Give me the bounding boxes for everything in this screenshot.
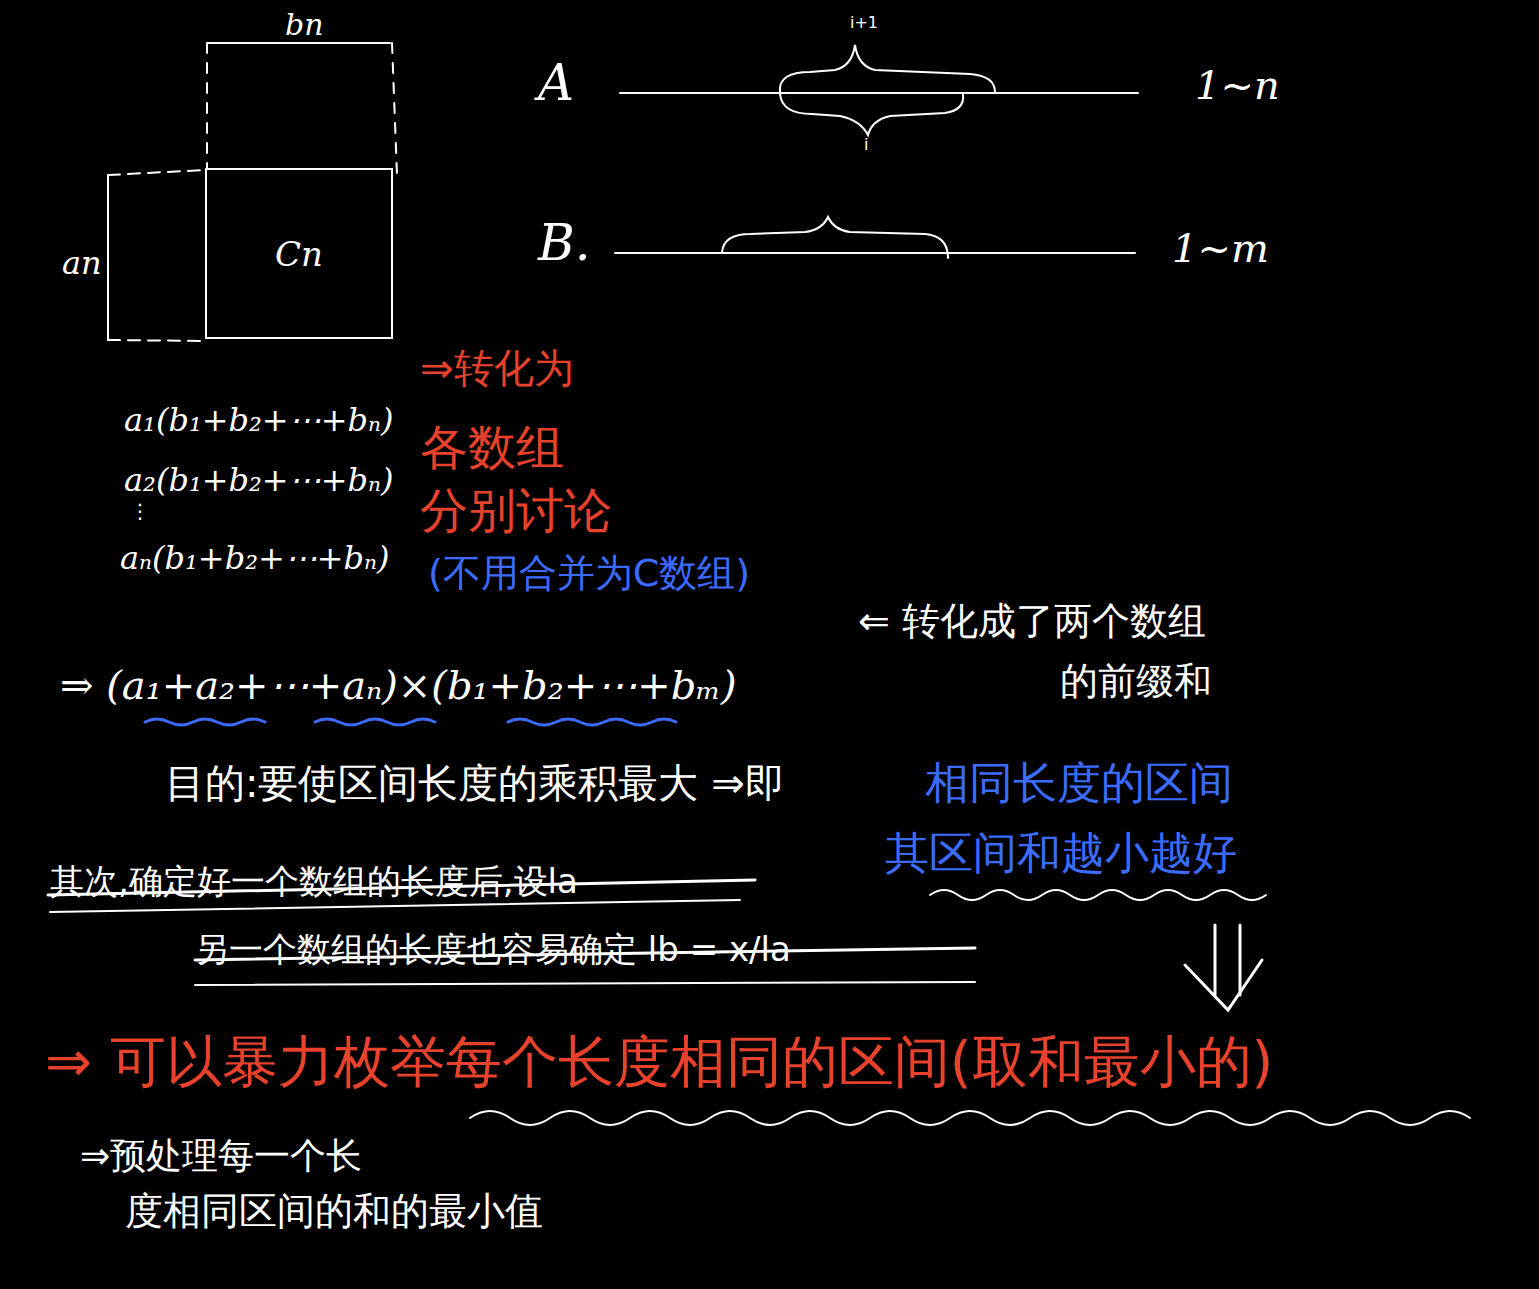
strike-line [195,982,975,985]
dashed-edge [108,340,205,341]
underline [145,719,265,725]
note-text: aₙ(b₁+b₂+⋯+bₙ) [120,540,390,577]
underline [930,890,1266,900]
note-text: 相同长度的区间 [925,758,1233,809]
note-text: ⋮ [130,500,150,523]
note-text: i [864,136,868,154]
down-arrow [1239,925,1242,995]
note-text: ⇒转化为 [420,345,574,391]
note-text: (不用合并为C数组) [428,552,750,596]
note-text: A [538,55,574,113]
brace [780,45,995,92]
note-text: 其次,确定好一个数组的长度后,设la [50,862,578,901]
underline [508,719,676,725]
underline [315,719,435,725]
note-text: 目的:要使区间长度的乘积最大 ⇒即 [165,760,785,806]
dashed-edge [206,43,208,168]
brace [722,217,948,258]
brace [780,94,963,135]
strike-line [50,900,740,912]
note-text: 其区间和越小越好 [885,828,1237,879]
note-text: 分别讨论 [420,483,612,538]
note-text: a₂(b₁+b₂+⋯+bₙ) [124,462,393,499]
note-text: 的前缀和 [1060,660,1212,704]
note-text: i+1 [850,14,878,32]
note-text: ⇒预处理每一个长 [80,1135,362,1176]
height-line [107,175,109,340]
down-arrow [1214,925,1217,995]
note-text: 1~n [1195,62,1280,108]
note-text: ⇒ 可以暴力枚举每个长度相同的区间(取和最小的) [45,1030,1273,1094]
note-text: ⇐ 转化成了两个数组 [858,600,1206,644]
dashed-edge [392,43,397,175]
note-text: 各数组 [420,420,564,475]
note-text: an [62,245,102,282]
note-text: bn [285,8,324,43]
note-text: a₁(b₁+b₂+⋯+bₙ) [124,402,393,439]
note-text: ⇒ (a₁+a₂+⋯+aₙ)×(b₁+b₂+⋯+bₘ) [60,662,737,708]
note-text: 度相同区间的和的最小值 [125,1190,543,1234]
underline [470,1111,1470,1125]
box-label: Cn [275,234,323,274]
down-arrow [1185,960,1262,1010]
array-line [620,92,1138,94]
product-box: Cn [205,168,393,339]
note-text: 1~m [1172,225,1269,271]
note-text: 另一个数组的长度也容易确定 lb = x/la [195,930,791,969]
width-line [207,42,390,44]
dashed-edge [108,170,205,175]
array-line [615,252,1135,254]
note-text: B. [538,215,591,273]
